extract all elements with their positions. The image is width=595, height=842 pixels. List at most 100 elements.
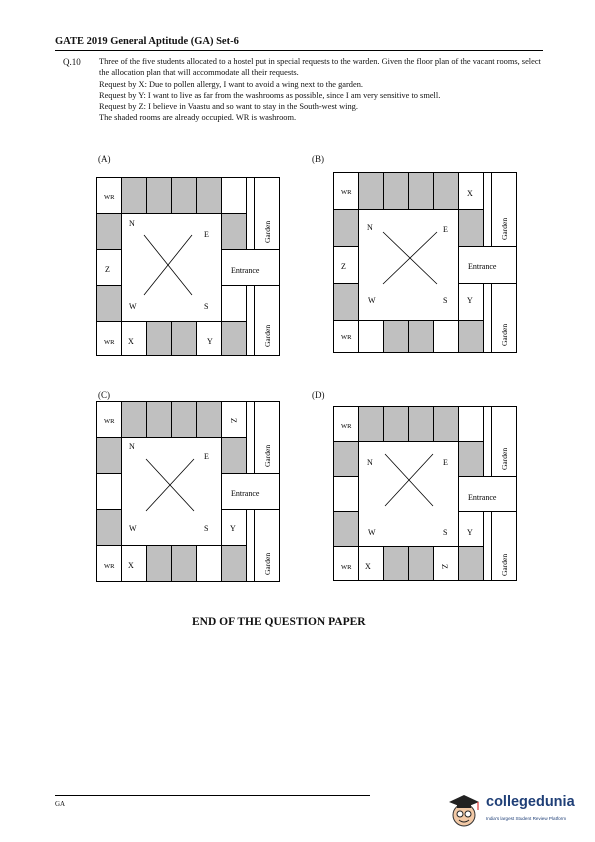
floor-plan-c: N E S W WR WR Z X Y Entrance Garden Gard…: [96, 401, 280, 588]
request-z: Request by Z: I believe in Vaastu and so…: [99, 102, 358, 112]
occupied-room: [196, 177, 222, 214]
washroom-label: WR: [104, 418, 115, 425]
garden-north: [491, 406, 517, 477]
occupied-room: [146, 321, 172, 356]
room: [121, 545, 147, 582]
student-y: Y: [467, 296, 473, 305]
occupied-room: [96, 509, 122, 546]
student-z: Z: [440, 564, 449, 569]
question-text: Three of the five students allocated to …: [99, 56, 544, 124]
floor-plan-b: N E S W WR WR Z X Y Entrance Garden Gard…: [333, 172, 517, 359]
garden-north: [491, 172, 517, 247]
option-c-label: (C): [98, 390, 110, 400]
room: [333, 546, 359, 581]
garden-label: Garden: [263, 221, 272, 243]
room: [221, 177, 247, 214]
room: [433, 320, 459, 353]
student-y: Y: [230, 524, 236, 533]
compass-e: E: [204, 452, 209, 461]
compass-w: W: [129, 302, 137, 311]
room: [333, 246, 359, 284]
room: [458, 406, 484, 442]
washroom-label: WR: [104, 563, 115, 570]
garden-south: [491, 511, 517, 581]
compass-line: [382, 231, 438, 285]
occupied-room: [333, 441, 359, 477]
occupied-room: [121, 401, 147, 438]
occupied-room: [221, 545, 247, 582]
occupied-room: [121, 177, 147, 214]
room: [121, 321, 147, 356]
occupied-room: [333, 283, 359, 321]
occupied-room: [433, 172, 459, 210]
compass-line: [145, 458, 195, 512]
compass-e: E: [443, 458, 448, 467]
washroom-label: WR: [341, 564, 352, 571]
student-x: X: [467, 189, 473, 198]
page-title: GATE 2019 General Aptitude (GA) Set-6: [55, 36, 239, 47]
floor-plan-d: N E S W WR WR X Y Z Entrance Garden Gard…: [333, 406, 517, 587]
garden-label: Garden: [263, 445, 272, 467]
brand-logo: collegedunia India's largest Student Rev…: [445, 791, 580, 831]
washroom-label: WR: [104, 194, 115, 201]
occupied-room: [221, 437, 247, 474]
compass-s: S: [204, 302, 208, 311]
garden-label: Garden: [500, 554, 509, 576]
footer-rule: [55, 795, 370, 796]
graduate-mascot-icon: [449, 795, 479, 827]
compass-n: N: [129, 219, 135, 228]
washroom-label: WR: [341, 334, 352, 341]
room: [196, 545, 222, 582]
room: [333, 320, 359, 353]
room: [358, 546, 384, 581]
garden-north: [254, 401, 280, 474]
compass-s: S: [204, 524, 208, 533]
student-x: X: [128, 561, 134, 570]
washroom-label: WR: [341, 423, 352, 430]
entrance-label: Entrance: [231, 266, 260, 275]
entrance: [221, 249, 280, 286]
compass-e: E: [443, 225, 448, 234]
room: [221, 509, 247, 546]
room: [458, 283, 484, 321]
compass-n: N: [129, 442, 135, 451]
compass-line: [384, 453, 434, 507]
room: [96, 473, 122, 510]
occupied-room: [171, 545, 197, 582]
compass-e: E: [204, 230, 209, 239]
entrance-label: Entrance: [468, 493, 497, 502]
compass-n: N: [367, 223, 373, 232]
room: [96, 545, 122, 582]
occupied-room: [458, 209, 484, 247]
occupied-room: [383, 172, 409, 210]
entrance: [458, 246, 517, 284]
brand-tagline: India's largest Student Review Platform: [486, 816, 567, 821]
room: [333, 476, 359, 512]
room: [458, 172, 484, 210]
occupied-room: [383, 406, 409, 442]
student-x: X: [365, 562, 371, 571]
washroom-label: WR: [104, 339, 115, 346]
student-y: Y: [207, 337, 213, 346]
entrance-label: Entrance: [231, 489, 260, 498]
room: [333, 406, 359, 442]
compass-n: N: [367, 458, 373, 467]
room: [196, 321, 222, 356]
shading-note: The shaded rooms are already occupied. W…: [99, 113, 297, 123]
occupied-room: [146, 177, 172, 214]
occupied-room: [96, 213, 122, 250]
option-b-label: (B): [312, 154, 324, 164]
question-intro: Three of the five students allocated to …: [99, 57, 541, 78]
washroom-label: WR: [341, 189, 352, 196]
occupied-room: [458, 546, 484, 581]
occupied-room: [196, 401, 222, 438]
garden-south: [491, 283, 517, 353]
garden-label: Garden: [500, 324, 509, 346]
occupied-room: [171, 321, 197, 356]
floor-plan-a: N E S W WR WR Z X Y Entrance Garden Gard…: [96, 177, 280, 362]
garden-south: [254, 509, 280, 582]
garden-label: Garden: [500, 448, 509, 470]
occupied-room: [383, 320, 409, 353]
occupied-room: [358, 172, 384, 210]
occupied-room: [458, 441, 484, 477]
